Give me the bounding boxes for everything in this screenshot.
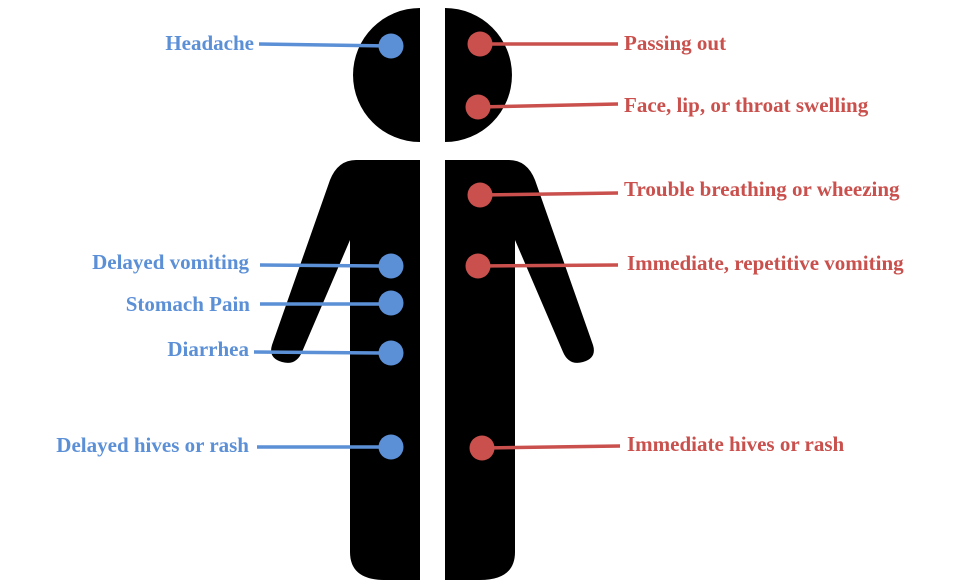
label-passing-out: Passing out [624, 31, 726, 55]
label-diarrhea: Diarrhea [167, 337, 249, 361]
label-immediate-hives: Immediate hives or rash [627, 432, 844, 456]
label-swelling: Face, lip, or throat swelling [624, 93, 868, 117]
label-stomach-pain: Stomach Pain [126, 292, 250, 316]
label-immediate-vomiting: Immediate, repetitive vomiting [627, 251, 904, 275]
head-left-half [353, 8, 420, 142]
marker-dot-diarrhea [379, 341, 404, 366]
leader-line-trouble-breathing [480, 193, 618, 195]
marker-dot-trouble-breathing [468, 183, 493, 208]
marker-dot-delayed-hives [379, 435, 404, 460]
label-delayed-hives: Delayed hives or rash [56, 433, 249, 457]
leader-line-immediate-vomiting [478, 265, 618, 266]
leader-line-delayed-vomiting [260, 265, 390, 266]
label-trouble-breathing: Trouble breathing or wheezing [624, 177, 900, 201]
body-left-half [271, 160, 420, 580]
body-right-half [445, 160, 594, 580]
marker-dot-immediate-hives [470, 436, 495, 461]
marker-dot-headache [379, 34, 404, 59]
leader-line-immediate-hives [482, 446, 620, 448]
label-headache: Headache [165, 31, 254, 55]
head-right-half [445, 8, 512, 142]
leader-line-diarrhea [254, 352, 390, 353]
leader-line-headache [259, 44, 390, 46]
marker-dot-immediate-vomiting [466, 254, 491, 279]
marker-dot-stomach-pain [379, 291, 404, 316]
marker-dot-passing-out [468, 32, 493, 57]
label-delayed-vomiting: Delayed vomiting [92, 250, 249, 274]
marker-dot-swelling [466, 95, 491, 120]
body-silhouette [271, 8, 594, 580]
marker-dot-delayed-vomiting [379, 254, 404, 279]
